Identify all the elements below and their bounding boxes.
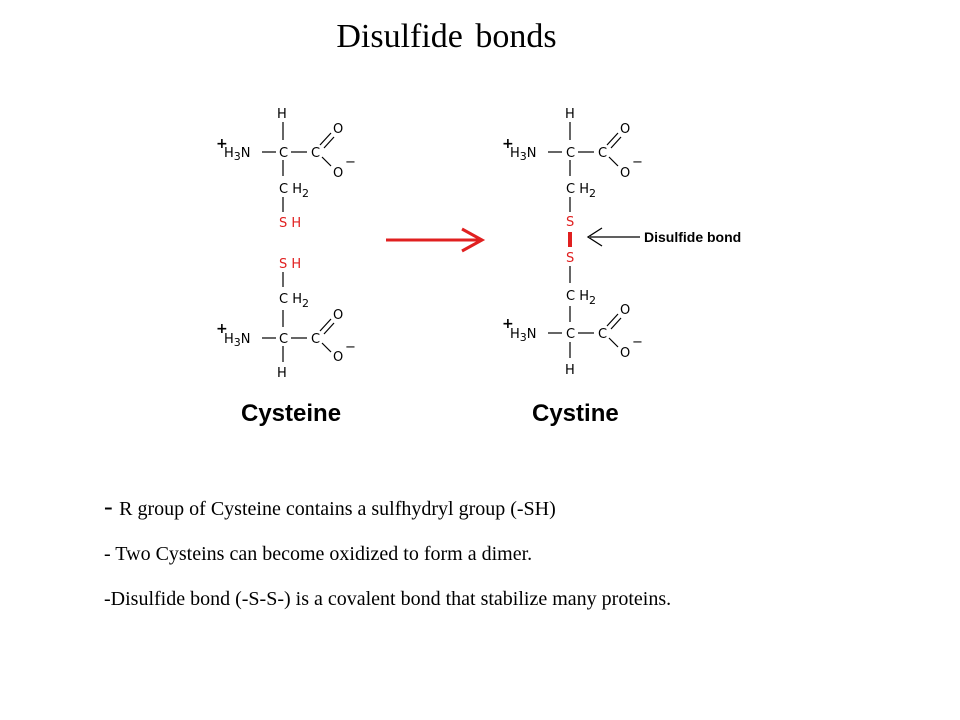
atom-c: C [566,327,575,342]
atom-ch2: C H2 [566,289,596,307]
atom-h: H [277,366,287,381]
double-bond [319,132,332,146]
double-bond [323,322,335,335]
atom-o: O [620,303,630,318]
double-bond [610,317,622,330]
atom-c: C [279,146,288,161]
slide-title: Disulfide bonds [336,18,557,55]
reaction-arrow [386,227,486,253]
atom-h: H [565,107,575,122]
double-bond [606,132,619,146]
atom-s: S [566,251,574,266]
atom-o: O [620,166,630,181]
double-bond [606,313,619,327]
bullet-list: - R group of Cysteine contains a sulfhyd… [104,492,864,629]
atom-sh: S H [279,216,301,231]
charge-plus: + [502,316,514,332]
bond [608,337,619,348]
atom-h3: H3N [510,146,537,163]
atom-o: O [620,346,630,361]
double-bond [319,318,332,332]
bond [321,342,332,353]
atom-h: H [565,363,575,378]
cysteine-bottom: S H C H2 + H3N C C O O − H [216,257,356,381]
charge-minus: − [632,335,643,350]
charge-minus: − [345,155,356,170]
atom-o: O [333,308,343,323]
bond [321,156,332,167]
cysteine-top: H + H3N C C O O − C H2 S H [216,107,356,231]
atom-h: H [277,107,287,122]
disulfide-callout: Disulfide bond [586,227,741,247]
double-bond [610,136,622,149]
atom-sh: S H [279,257,301,272]
reaction-diagram: H + H3N C C O O − C H2 S H S H C H2 + H3… [216,107,741,381]
atom-c: C [311,332,320,347]
bullet-item: - Two Cysteins can become oxidized to fo… [104,543,533,565]
atom-o: O [333,350,343,365]
cystine-label: Cystine [532,400,619,427]
atom-ch2: C H2 [279,182,309,200]
charge-plus: + [502,136,514,152]
atom-c: C [566,146,575,161]
double-bond [323,136,335,149]
charge-minus: − [345,340,356,355]
bullet-item: -Disulfide bond (-S-S-) is a covalent bo… [104,588,672,610]
atom-c: C [279,332,288,347]
atom-o: O [333,166,343,181]
cysteine-label: Cysteine [241,400,342,427]
atom-ch2: C H2 [566,182,596,200]
disulfide-bond-label: Disulfide bond [644,229,741,245]
bullet-item: - R group of Cysteine contains a sulfhyd… [104,492,556,521]
atom-h3: H3N [224,332,251,349]
atom-h3: H3N [510,327,537,344]
atom-h3: H3N [224,146,251,163]
charge-plus: + [216,136,228,152]
atom-o: O [333,122,343,137]
atom-c: C [598,146,607,161]
cystine: H + H3N C C O O − C H2 S S C H2 + H3N [502,107,643,378]
atom-c: C [598,327,607,342]
bond [608,156,619,167]
atom-c: C [311,146,320,161]
charge-minus: − [632,155,643,170]
atom-ch2: C H2 [279,292,309,310]
atom-s: S [566,215,574,230]
charge-plus: + [216,321,228,337]
atom-o: O [620,122,630,137]
